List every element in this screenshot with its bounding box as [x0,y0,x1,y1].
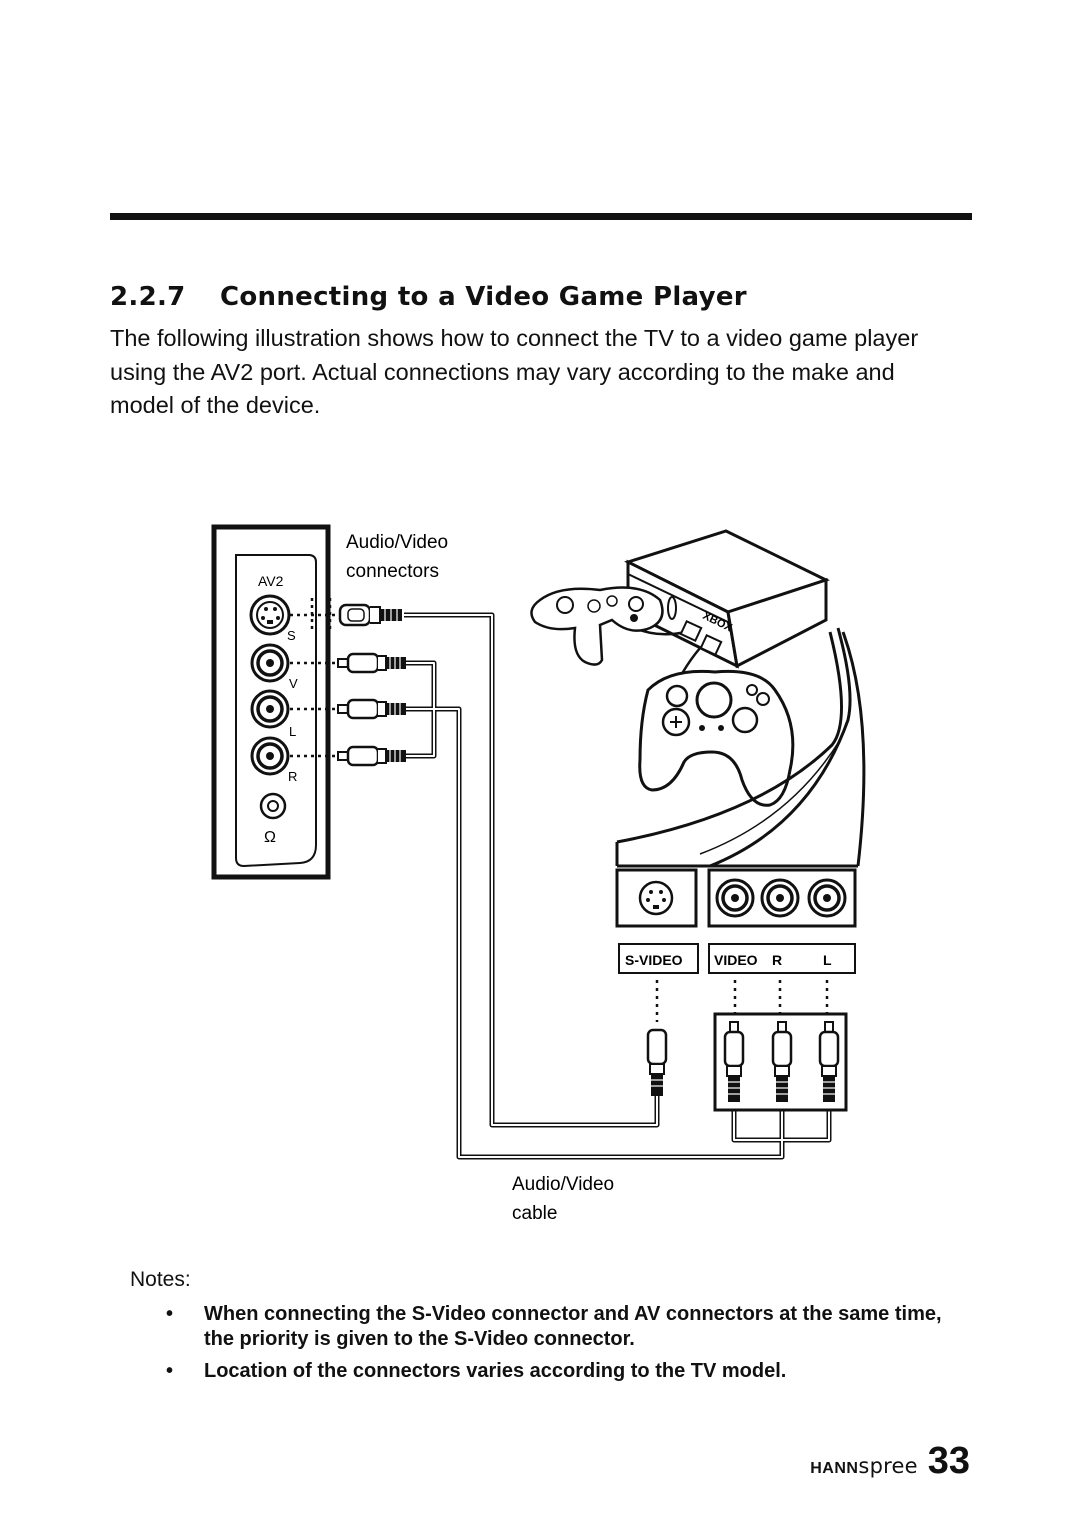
tv-svideo-jack [249,594,291,636]
note-item: •When connecting the S-Video connector a… [166,1303,942,1350]
port-label-l: L [289,724,296,739]
game-console: XBOX [624,529,830,669]
page-number: 33 [927,1440,970,1482]
svideo-label: S-VIDEO [625,952,683,968]
intro-paragraph: The following illustration shows how to … [110,325,919,418]
av-connectors-label-line1: Audio/Video [346,532,448,553]
audio-l-plug-tv-end [336,698,408,720]
console-svideo-panel [615,868,698,928]
note-text: When connecting the S-Video connector an… [204,1303,942,1350]
tv-av2-panel: AV2 S V L R Ω [211,524,331,880]
r-label: R [772,952,782,968]
headphone-jack [259,792,287,820]
audio-r-plug-tv-end [336,745,408,767]
connection-guides [290,598,338,758]
av-cable-fill [404,614,830,1158]
tv-video-jack [250,643,290,683]
video-plug-tv-end [336,652,408,674]
note-text: Location of the connectors varies accord… [204,1360,787,1382]
tv-audio-r-jack [250,736,290,776]
tv-audio-l-jack [250,689,290,729]
console-ribbon [615,627,866,868]
small-controller [530,586,664,666]
video-label: VIDEO [714,952,758,968]
svideo-plug-tv-end [338,603,402,627]
console-guides [655,980,829,1022]
l-label: L [823,952,832,968]
av2-label: AV2 [258,573,284,589]
page-footer: HANNspree 33 [810,1440,970,1483]
section-heading: 2.2.7 Connecting to a Video Game Player [110,282,747,312]
notes-list: •When connecting the S-Video connector a… [160,1302,950,1391]
section-title: Connecting to a Video Game Player [220,282,747,312]
svideo-plug-console-end [646,1028,668,1096]
port-label-v: V [289,676,298,691]
port-label-r: R [288,769,297,784]
svideo-label-box [618,943,699,974]
headphone-symbol: Ω [264,829,276,846]
section-number: 2.2.7 [110,282,186,312]
top-rule [110,213,972,220]
large-controller [638,669,795,807]
av-label-box [708,943,856,974]
note-item: •Location of the connectors varies accor… [166,1360,787,1382]
console-av-panel [707,868,857,928]
av-cable-label-line1: Audio/Video [512,1174,614,1195]
notes-title: Notes: [130,1268,191,1291]
brand-logo: HANNspree [810,1454,918,1478]
av-connectors-label-line2: connectors [346,561,439,582]
av-cable-label-line2: cable [512,1203,557,1224]
port-label-s: S [287,628,296,643]
